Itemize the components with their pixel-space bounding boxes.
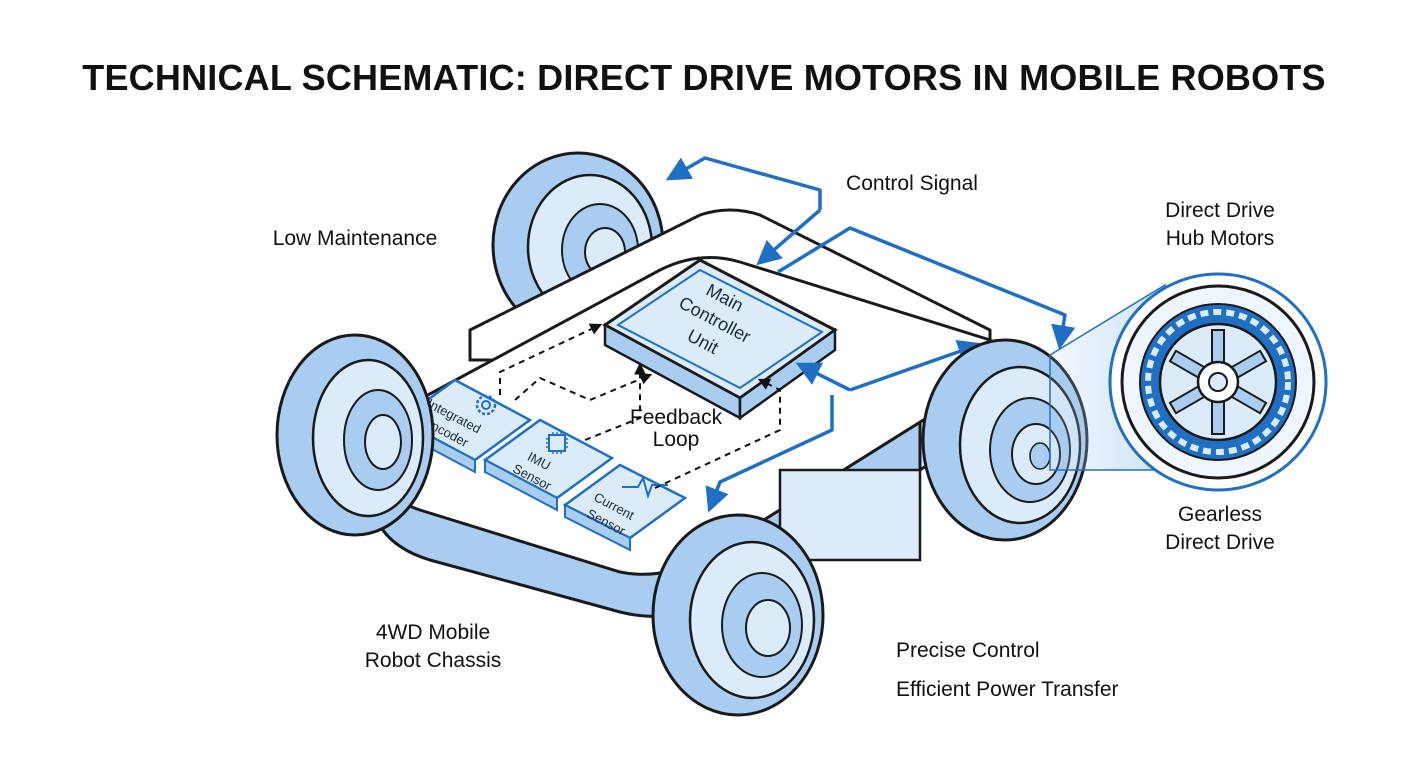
- main-controller-unit: Main Controller Unit: [602, 258, 838, 421]
- label-precise-control: Precise Control: [896, 639, 1040, 662]
- label-hub-motors-line2: Hub Motors: [1166, 227, 1275, 250]
- wheel-front-left: [275, 333, 435, 537]
- current-sensor-chip: Current Sensor: [562, 463, 688, 552]
- label-power-transfer: Efficient Power Transfer: [896, 678, 1119, 701]
- label-feedback-line2: Loop: [653, 428, 700, 451]
- waveform-icon: [622, 475, 668, 500]
- label-low-maintenance: Low Maintenance: [273, 227, 438, 250]
- label-gearless-line2: Direct Drive: [1165, 531, 1275, 554]
- imu-sensor-chip: IMU Sensor: [482, 418, 615, 512]
- gear-icon: [475, 394, 497, 416]
- label-feedback-line1: Feedback: [630, 406, 723, 429]
- label-chassis-line2: Robot Chassis: [365, 649, 502, 672]
- integrated-encoder-chip: Integrated Encoder: [397, 378, 533, 474]
- page-title: TECHNICAL SCHEMATIC: DIRECT DRIVE MOTORS…: [82, 57, 1325, 98]
- hub-motor-detail: [1108, 272, 1328, 492]
- wheel-front: [651, 513, 825, 717]
- label-hub-motors-line1: Direct Drive: [1165, 199, 1275, 222]
- feedback-arrows: [499, 323, 781, 489]
- label-gearless-line1: Gearless: [1178, 503, 1262, 526]
- chip-icon: [546, 432, 568, 454]
- control-signal-arrows: [665, 156, 1076, 513]
- label-control-signal: Control Signal: [846, 172, 978, 195]
- label-chassis-line1: 4WD Mobile: [376, 621, 490, 644]
